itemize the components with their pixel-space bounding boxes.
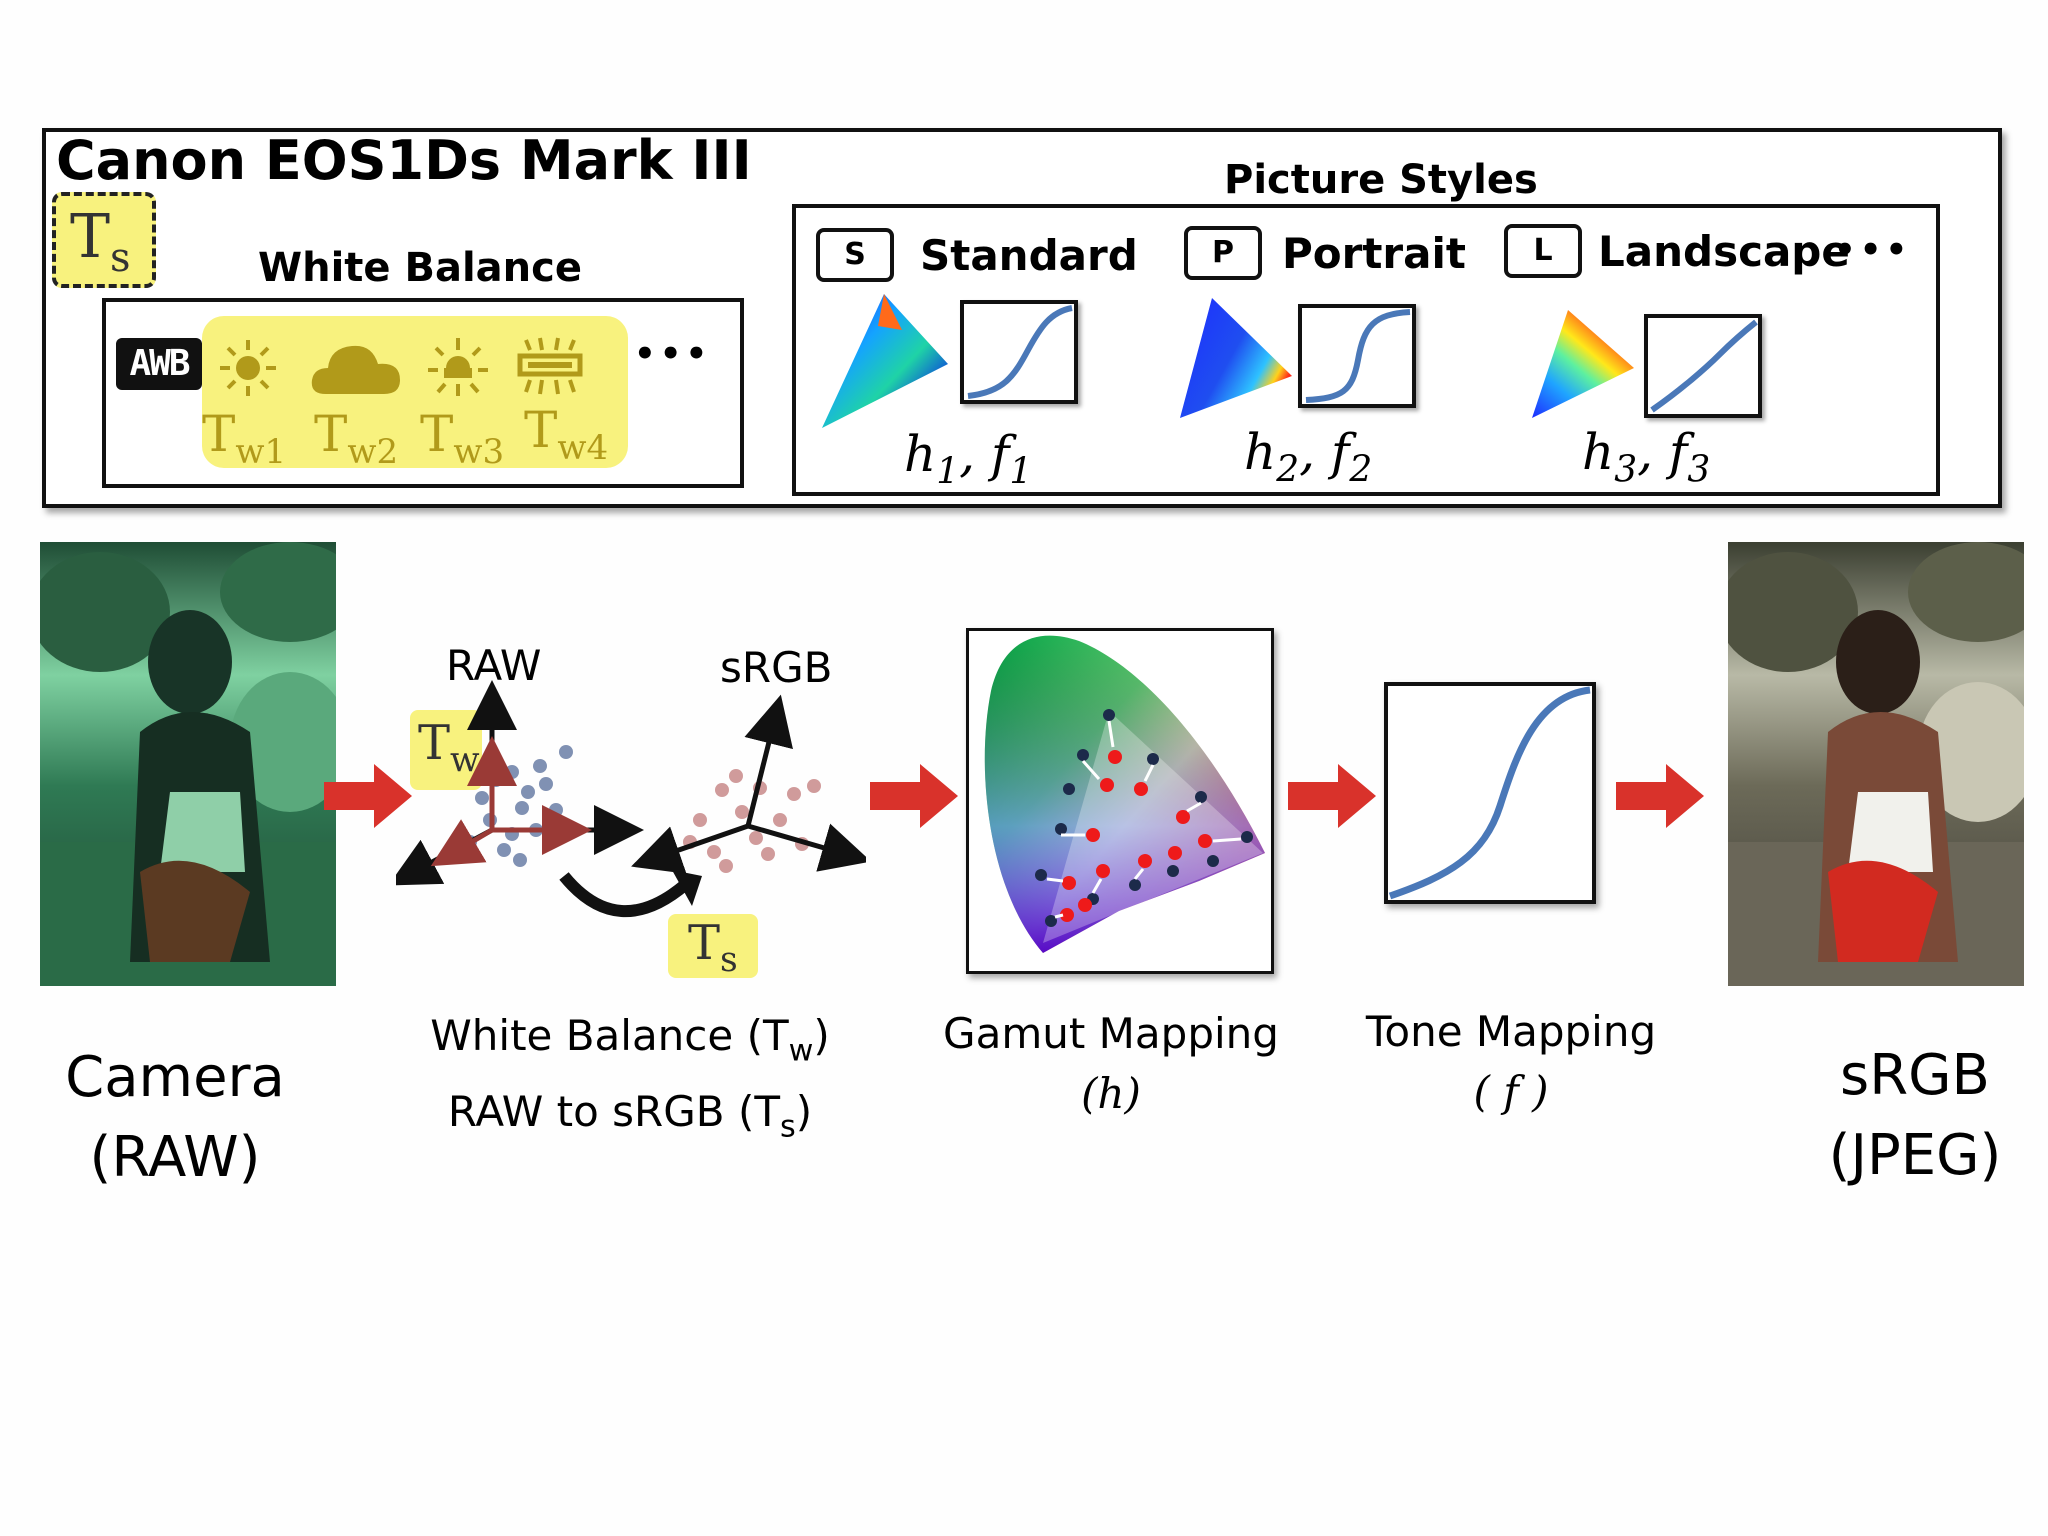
white-balance-heading: White Balance (258, 245, 582, 291)
tone-curve-chart-standard (960, 300, 1078, 404)
ts-highlight: Ts (668, 914, 758, 981)
tone-curve-landscape (1650, 319, 1758, 413)
tw4-label: Tw4 (524, 400, 608, 478)
flow-arrow-4 (1616, 764, 1704, 828)
wb-more-ellipsis: ••• (634, 334, 712, 374)
wb-caption: White Balance (Tw) RAW to sRGB (Ts) (400, 1006, 860, 1157)
gamut-triangle-standard (822, 294, 948, 428)
h1-symbol: h (904, 425, 937, 483)
tone-mapping-chart (1384, 682, 1596, 904)
style-badge-landscape: L (1504, 224, 1582, 278)
srgb-axis-label: sRGB (720, 643, 833, 692)
color-space-axes (396, 680, 866, 918)
hf-label-landscape: h3, f3 (1582, 423, 1711, 491)
fluorescent-icon (517, 337, 583, 395)
h3-symbol: h (1582, 423, 1615, 481)
tw1-label: Tw1 (202, 404, 286, 482)
styles-more-ellipsis: ••• (1834, 230, 1912, 270)
gamut-caption-line-1: Gamut Mapping (943, 1009, 1279, 1058)
raw-srgb-caption-close: ) (795, 1086, 813, 1136)
raw-srgb-caption-subscript: s (779, 1109, 796, 1145)
gamut-chromaticity-diagram (984, 635, 1265, 953)
gamut-triangle-landscape (1532, 310, 1634, 418)
tw3-subscript: w3 (453, 431, 505, 472)
ts-symbol: T (688, 915, 721, 971)
wb-caption-subscript: w (788, 1033, 814, 1069)
jpeg-label: (JPEG) (1828, 1123, 2002, 1188)
gamut-triangle-portrait (1180, 298, 1292, 418)
gamut-caption: Gamut Mapping (h) (930, 1004, 1292, 1124)
srgb-jpeg-caption: sRGB (JPEG) (1784, 1036, 2046, 1196)
picture-styles-heading: Picture Styles (1224, 157, 1538, 203)
srgb-photo (1728, 542, 2024, 986)
style-badge-standard: S (816, 228, 894, 282)
tw1-symbol: T (202, 405, 236, 463)
flow-arrow-2 (870, 764, 958, 828)
gamut-mapping-chart (966, 628, 1274, 974)
f1-subscript: 1 (1009, 451, 1033, 493)
flow-arrow-3 (1288, 764, 1376, 828)
tw2-subscript: w2 (347, 431, 399, 472)
f2-subscript: 2 (1349, 449, 1373, 491)
tone-curve-portrait (1305, 309, 1411, 403)
f2-symbol: f (1330, 423, 1350, 481)
ts-highlight-dashed: Ts (52, 192, 156, 288)
tone-caption: Tone Mapping ( f ) (1330, 1002, 1692, 1122)
tone-curve-chart-portrait (1298, 304, 1416, 408)
raw-photo (40, 542, 336, 986)
ts-subscript: s (110, 235, 131, 281)
hf-label-portrait: h2, f2 (1244, 423, 1373, 491)
camera-label: Camera (65, 1045, 285, 1110)
h3-subscript: 3 (1614, 449, 1638, 491)
raw-srgb-caption-text: RAW to sRGB (T (447, 1086, 780, 1136)
h1-subscript: 1 (936, 451, 960, 493)
style-name-standard: Standard (920, 231, 1138, 280)
style-name-portrait: Portrait (1282, 229, 1466, 278)
sun-icon (220, 340, 276, 396)
raw-label: (RAW) (89, 1125, 261, 1190)
tw2-label: Tw2 (314, 404, 398, 482)
wb-caption-text: White Balance (T (430, 1011, 789, 1060)
tone-mapping-curve (1388, 686, 1591, 900)
tone-curve-standard (967, 305, 1073, 399)
tone-curve-chart-landscape (1644, 314, 1762, 418)
cloud-icon (311, 345, 400, 394)
h2-subscript: 2 (1276, 449, 1300, 491)
f3-symbol: f (1668, 423, 1688, 481)
style-name-landscape: Landscape (1598, 227, 1850, 276)
flow-arrow-1 (324, 764, 412, 828)
wb-caption-close: ) (813, 1011, 830, 1060)
camera-model-title: Canon EOS1Ds Mark III (56, 129, 752, 192)
tungsten-icon (428, 338, 488, 396)
tw2-symbol: T (314, 405, 348, 463)
wb-caption-line-2: RAW to sRGB (Ts) (400, 1082, 860, 1158)
tw4-symbol: T (524, 401, 558, 459)
wb-caption-line-1: White Balance (Tw) (400, 1006, 860, 1082)
awb-label: AWB (129, 343, 190, 384)
h2-symbol: h (1244, 423, 1277, 481)
ts-label: T (70, 202, 111, 272)
f3-subscript: 3 (1687, 449, 1711, 491)
awb-icon: AWB (116, 338, 202, 390)
tone-caption-line-1: Tone Mapping (1365, 1007, 1657, 1056)
ts-pipeline-subscript: s (720, 940, 738, 981)
f1-symbol: f (990, 425, 1010, 483)
tone-caption-line-2: ( f ) (1473, 1067, 1549, 1116)
style-badge-portrait: P (1184, 226, 1262, 280)
tw-symbol: T (418, 715, 451, 771)
srgb-label: sRGB (1840, 1043, 1990, 1108)
tw1-subscript: w1 (235, 431, 287, 472)
tw4-subscript: w4 (557, 427, 609, 468)
camera-raw-caption: Camera (RAW) (40, 1038, 310, 1198)
hf-label-standard: h1, f1 (904, 425, 1033, 493)
tw3-label: Tw3 (420, 404, 504, 482)
gamut-caption-line-2: (h) (1081, 1069, 1141, 1118)
tw3-symbol: T (420, 405, 454, 463)
